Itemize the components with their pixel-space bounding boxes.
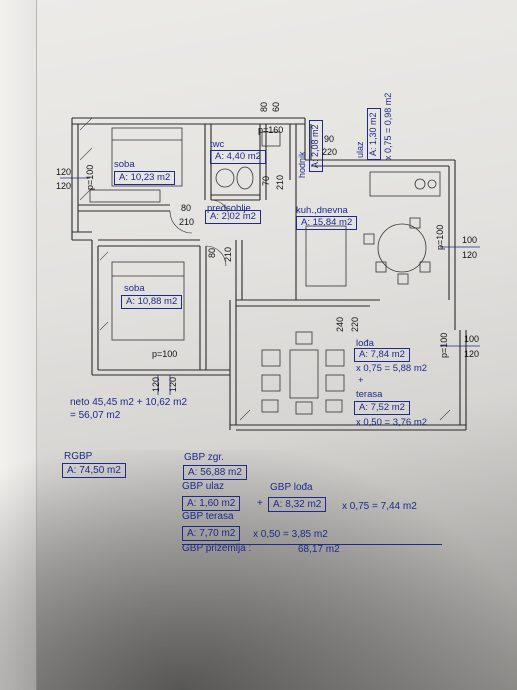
sum-line xyxy=(182,544,442,545)
wall-lower-left xyxy=(229,300,237,430)
ulaz-calc: x 0,75 = 0,98 m2 xyxy=(383,92,393,160)
soba2-parapet: p=100 xyxy=(152,349,178,359)
lodja-window-bottom: 120 xyxy=(464,349,480,359)
twc-top-60: 60 xyxy=(271,101,281,112)
rgbp-area: A: 74,50 m2 xyxy=(62,463,126,478)
pred-80: 80 xyxy=(181,203,192,213)
wall-soba1-bottom xyxy=(78,204,170,212)
wall-bottom-right xyxy=(230,424,466,431)
room-area-hodnik: A: 2,08 m2 xyxy=(309,120,323,172)
wall-top-mid xyxy=(205,117,305,125)
hodnik-220: 220 xyxy=(322,147,338,157)
room-area-ulaz: A: 1,30 m2 xyxy=(367,108,381,160)
gbp-prizemlja-value: 68,17 m2 xyxy=(298,544,340,555)
wall-mid xyxy=(236,299,380,307)
wardrobe-soba1 xyxy=(89,189,161,203)
room-area-predsoblje: A: 2,02 m2 xyxy=(205,210,261,225)
room-area-soba1: A: 10,23 m2 xyxy=(114,171,176,186)
plus-sign: + xyxy=(358,375,364,386)
room-name-soba2: soba xyxy=(124,283,145,294)
room-name-kuhinja: kuh.,dnevna xyxy=(296,205,348,216)
soba1-window-bottom: 120 xyxy=(56,181,72,191)
wall-corridor xyxy=(235,240,243,300)
terasa-calc: x 0,50 = 3,76 m2 xyxy=(356,417,428,428)
gbp-terasa-calc: x 0,50 = 3,85 m2 xyxy=(253,529,328,540)
neto-line2: = 56,07 m2 xyxy=(70,410,121,421)
kuh-window-bottom: 120 xyxy=(462,250,478,260)
kuh-window-top: 100 xyxy=(462,235,478,245)
wall-top-left xyxy=(72,117,205,125)
gbp-zgr-label: GBP zgr. xyxy=(184,452,224,463)
lodja-parapet: p=100 xyxy=(439,332,449,358)
gbp-ulaz-label: GBP ulaz xyxy=(182,481,225,492)
room-name-soba1: soba xyxy=(114,159,135,170)
room-name-lodja: lođa xyxy=(356,338,374,349)
lodja-window-top: 100 xyxy=(464,334,480,344)
wall-twc-right xyxy=(259,124,267,200)
loggia-table xyxy=(289,349,319,399)
wall-right-step xyxy=(305,159,455,167)
lodja-220: 220 xyxy=(350,316,360,332)
wall-soba2-right xyxy=(199,246,207,370)
wall-right-top xyxy=(304,118,312,160)
kitchen-counter xyxy=(369,171,441,197)
twc-door-70: 70 xyxy=(261,175,271,186)
soba2-win-120b: 120 xyxy=(168,376,178,392)
room-name-terasa: terasa xyxy=(356,389,383,400)
dining-table xyxy=(377,223,427,273)
gbp-plus: + xyxy=(257,498,263,509)
gbp-lodja-area: A: 8,32 m2 xyxy=(268,497,327,512)
soba2-win-120a: 120 xyxy=(151,376,161,392)
gbp-ulaz-area: A: 1,60 m2 xyxy=(182,496,241,511)
neto-line1: neto 45,45 m2 + 10,62 m2 xyxy=(70,397,188,408)
soba1-window-top: 120 xyxy=(56,167,72,177)
hodnik-90: 90 xyxy=(324,134,335,144)
soba2-door-80: 80 xyxy=(207,247,217,258)
room-area-twc: A: 4,40 m2 xyxy=(210,150,266,165)
gbp-terasa-label: GBP terasa xyxy=(182,511,234,522)
kuh-parapet: p=100 xyxy=(435,224,445,250)
rgbp-label: RGBP xyxy=(64,451,93,462)
twc-parapet: p=160 xyxy=(258,125,284,135)
wall-soba2-top xyxy=(98,239,200,247)
gbp-lodja-label: GBP lođa xyxy=(270,482,313,493)
room-name-predsoblje: predsoblje xyxy=(207,203,251,214)
room-name-hodnik: hodnik xyxy=(297,151,307,178)
wall-left-lower xyxy=(71,232,99,375)
wall-twc-bottom xyxy=(211,194,260,201)
soba1-parapet: p=100 xyxy=(85,164,95,190)
gbp-zgr-area: A: 56,88 m2 xyxy=(183,465,247,480)
photo-shadow xyxy=(0,450,517,690)
soba2-door-210: 210 xyxy=(223,246,233,262)
sofa xyxy=(305,225,347,287)
wall-bottom-left xyxy=(92,369,230,376)
room-area-lodja: A: 7,84 m2 xyxy=(354,348,410,363)
lodja-240: 240 xyxy=(335,316,345,332)
wall-left-upper xyxy=(71,118,79,232)
wall-hodnik xyxy=(289,124,297,180)
room-name-twc: twc xyxy=(210,139,225,150)
bed-soba2 xyxy=(111,261,185,341)
lodja-calc: x 0,75 = 5,88 m2 xyxy=(356,363,428,374)
wall-soba1-right xyxy=(204,124,212,200)
room-area-kuhinja: A: 15,84 m2 xyxy=(296,216,358,231)
twc-door-210: 210 xyxy=(275,174,285,190)
sink xyxy=(261,131,281,147)
gbp-terasa-area: A: 7,70 m2 xyxy=(182,526,241,541)
toilet xyxy=(236,166,254,190)
wall-step xyxy=(72,231,92,241)
shower xyxy=(215,168,235,188)
bed-soba1 xyxy=(111,127,183,187)
gbp-prizemlja-label: GBP prizemlja : xyxy=(182,543,252,554)
wall-right-outer xyxy=(448,160,456,300)
twc-top-80: 80 xyxy=(259,101,269,112)
wall-lodja-right xyxy=(454,300,467,430)
room-area-soba2: A: 10,88 m2 xyxy=(121,295,183,310)
gbp-lodja-calc: x 0,75 = 7,44 m2 xyxy=(342,501,417,512)
pred-210: 210 xyxy=(179,217,195,227)
room-area-terasa: A: 7,52 m2 xyxy=(354,401,410,416)
room-name-ulaz: ulaz xyxy=(355,141,365,158)
